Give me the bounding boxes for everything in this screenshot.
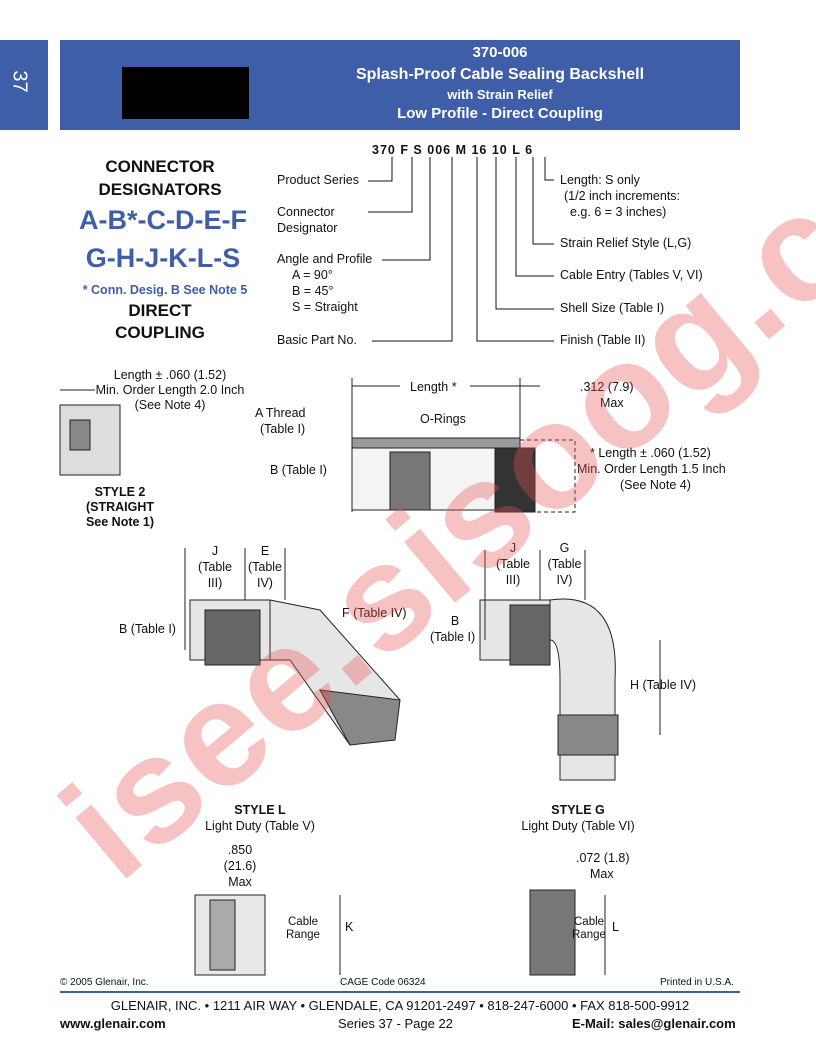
- footer-series: Series 37 - Page 22: [338, 1016, 453, 1031]
- coupling2: COUPLING: [115, 323, 205, 342]
- pn-left-5: B = 45°: [292, 284, 334, 298]
- main-table1: (Table I): [260, 422, 306, 436]
- stylel-b: B (Table I): [119, 622, 176, 636]
- stylel-cable1: Cable: [288, 916, 319, 928]
- styleg-sub: Light Duty (Table VI): [521, 819, 635, 833]
- header-line1: Splash-Proof Cable Sealing Backshell: [355, 66, 645, 83]
- part-number-example: 370 F S 006 M 16 10 L 6: [372, 143, 534, 157]
- header-part: 370-006: [472, 44, 528, 61]
- stylel-dim3: Max: [228, 875, 252, 889]
- main-max2: Max: [600, 396, 624, 410]
- footer-cage: CAGE Code 06324: [340, 977, 426, 988]
- pn-left-0: Product Series: [277, 173, 359, 187]
- styleg-j-t: (Table: [495, 557, 531, 571]
- styleg-cable2: Range: [572, 929, 606, 941]
- styleg-b: B: [450, 614, 460, 628]
- stylel-title: STYLE L: [234, 803, 286, 817]
- designators-note: * Conn. Desig. B See Note 5: [82, 283, 248, 297]
- designators-title1: CONNECTOR: [105, 157, 215, 176]
- main-note2: Min. Order Length 1.5 Inch: [577, 462, 726, 476]
- stylel-j-t2: III): [207, 576, 223, 590]
- pn-left-6: S = Straight: [292, 300, 358, 314]
- pn-right-0: Length: S only: [560, 173, 640, 187]
- styleg-g-t: (Table: [547, 557, 582, 571]
- styleg-dim1: .072 (1.8): [576, 851, 630, 865]
- stylel-j: J: [211, 544, 219, 558]
- style2-length: Length ± .060 (1.52): [113, 368, 227, 382]
- styleg-j: J: [509, 541, 517, 555]
- styleg-b-t: (Table I): [430, 630, 476, 644]
- pn-right-4: Cable Entry (Tables V, VI): [560, 268, 703, 282]
- styleg-title: STYLE G: [551, 803, 605, 817]
- designators-row1: A-B*-C-D-E-F: [79, 205, 247, 235]
- pn-right-6: Finish (Table II): [560, 333, 646, 347]
- designators-row2: G-H-J-K-L-S: [85, 243, 241, 273]
- stylel-j-t: (Table: [197, 560, 233, 574]
- stylel-k: K: [345, 920, 354, 934]
- footer-divider: [60, 991, 740, 993]
- pn-right-3: Strain Relief Style (L,G): [560, 236, 692, 250]
- stylel-sub: Light Duty (Table V): [205, 819, 315, 833]
- footer-web[interactable]: www.glenair.com: [60, 1016, 166, 1031]
- style2-label3: See Note 1): [85, 515, 155, 529]
- main-note1: * Length ± .060 (1.52): [590, 446, 711, 460]
- stylel-e: E: [260, 544, 270, 558]
- stylel-e-t2: IV): [257, 576, 273, 590]
- stylel-dim1: .850: [227, 843, 253, 857]
- styleg-g-t2: IV): [556, 573, 573, 587]
- footer-address: GLENAIR, INC. • 1211 AIR WAY • GLENDALE,…: [110, 998, 690, 1013]
- styleg-dim2: Max: [590, 867, 614, 881]
- footer-email[interactable]: E-Mail: sales@glenair.com: [572, 1016, 736, 1031]
- pn-left-1: Connector: [277, 205, 335, 219]
- logo: [122, 67, 249, 119]
- coupling1: DIRECT: [128, 301, 192, 320]
- style2-min: Min. Order Length 2.0 Inch: [95, 383, 245, 397]
- style2-label2: (STRAIGHT: [85, 500, 155, 514]
- pn-left-3: Angle and Profile: [277, 252, 373, 266]
- main-length: Length *: [410, 380, 457, 394]
- pn-right-5: Shell Size (Table I): [560, 301, 665, 315]
- styleg-j-t2: III): [505, 573, 521, 587]
- main-max1: .312 (7.9): [580, 380, 634, 394]
- header-line3: Low Profile - Direct Coupling: [397, 105, 603, 122]
- pn-right-1: (1/2 inch increments:: [564, 189, 681, 203]
- styleg-cable1: Cable: [574, 916, 605, 928]
- main-note3: (See Note 4): [620, 478, 691, 492]
- pn-left-4: A = 90°: [292, 268, 333, 282]
- main-orings: O-Rings: [420, 412, 466, 426]
- stylel-dim2: (21.6): [223, 859, 257, 873]
- designators-title2: DESIGNATORS: [98, 180, 222, 199]
- pn-right-2: e.g. 6 = 3 inches): [570, 205, 667, 219]
- styleg-h: H (Table IV): [630, 678, 696, 692]
- stylel-f: F (Table IV): [342, 606, 407, 620]
- style2-note: (See Note 4): [134, 398, 206, 412]
- styleg-g: G: [559, 541, 570, 555]
- styleg-l: L: [612, 920, 619, 934]
- footer-printed: Printed in U.S.A.: [660, 977, 734, 988]
- stylel-cable2: Range: [286, 929, 320, 941]
- pn-left-7: Basic Part No.: [277, 333, 357, 347]
- main-b-table: B (Table I): [270, 463, 327, 477]
- footer-copyright: © 2005 Glenair, Inc.: [60, 977, 149, 988]
- main-a-thread: A Thread: [255, 406, 306, 420]
- side-tab: 37: [0, 40, 48, 130]
- pn-left-2: Designator: [277, 221, 338, 235]
- style2-label1: STYLE 2: [94, 485, 146, 499]
- stylel-e-t: (Table: [247, 560, 283, 574]
- header-line2: with Strain Relief: [447, 87, 553, 102]
